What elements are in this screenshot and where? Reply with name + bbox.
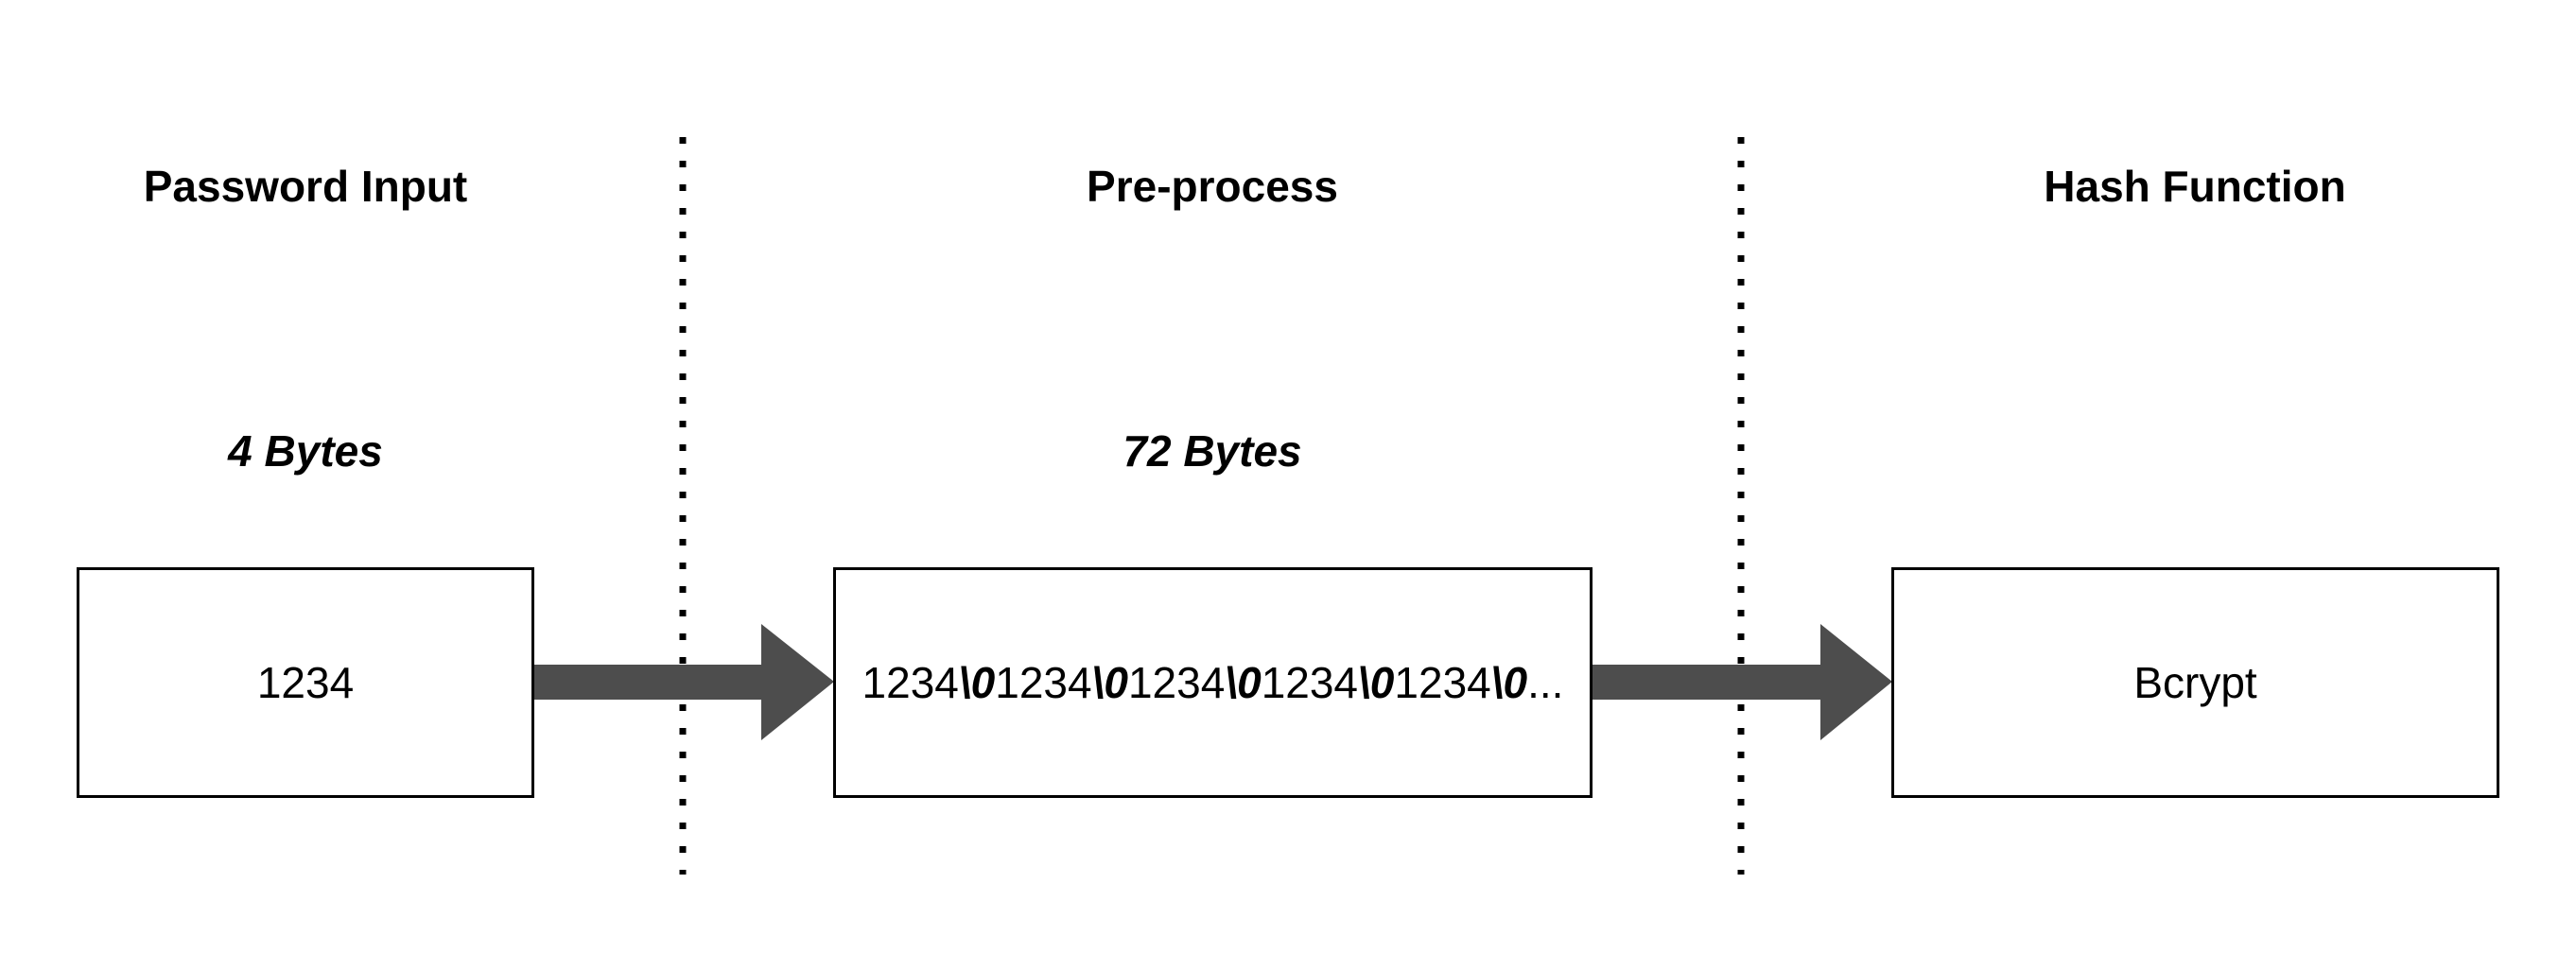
preprocess-box: 1234\01234\01234\01234\01234\0... xyxy=(833,567,1593,798)
segment-1234: 1234 xyxy=(995,658,1092,707)
hash-function-box: Bcrypt xyxy=(1891,567,2499,798)
segment-null: \0 xyxy=(1091,658,1128,707)
segment-1234: 1234 xyxy=(1127,658,1226,707)
heading-hash-function: Hash Function xyxy=(2044,162,2346,211)
arrow-input-to-preprocess xyxy=(532,624,834,740)
segment-null: \0 xyxy=(1358,658,1395,707)
preprocess-value: 1234\01234\01234\01234\01234\0... xyxy=(862,657,1564,708)
arrow-preprocess-to-hash xyxy=(1591,624,1892,740)
segment-null: \0 xyxy=(958,658,996,707)
password-input-value: 1234 xyxy=(256,658,355,707)
segment-ellipsis: ... xyxy=(1527,658,1564,707)
heading-pre-process: Pre-process xyxy=(1087,162,1338,211)
password-input-box: 1234 xyxy=(77,567,534,798)
segment-1234: 1234 xyxy=(1261,658,1359,707)
hash-function-value: Bcrypt xyxy=(2133,658,2257,707)
heading-password-input: Password Input xyxy=(143,162,468,211)
segment-null: \0 xyxy=(1225,658,1262,707)
segment-null: \0 xyxy=(1490,658,1528,707)
segment-1234: 1234 xyxy=(862,658,959,707)
segment-1234: 1234 xyxy=(1394,658,1491,707)
size-label-input: 4 Bytes xyxy=(228,426,383,476)
size-label-preprocess: 72 Bytes xyxy=(1123,426,1302,476)
